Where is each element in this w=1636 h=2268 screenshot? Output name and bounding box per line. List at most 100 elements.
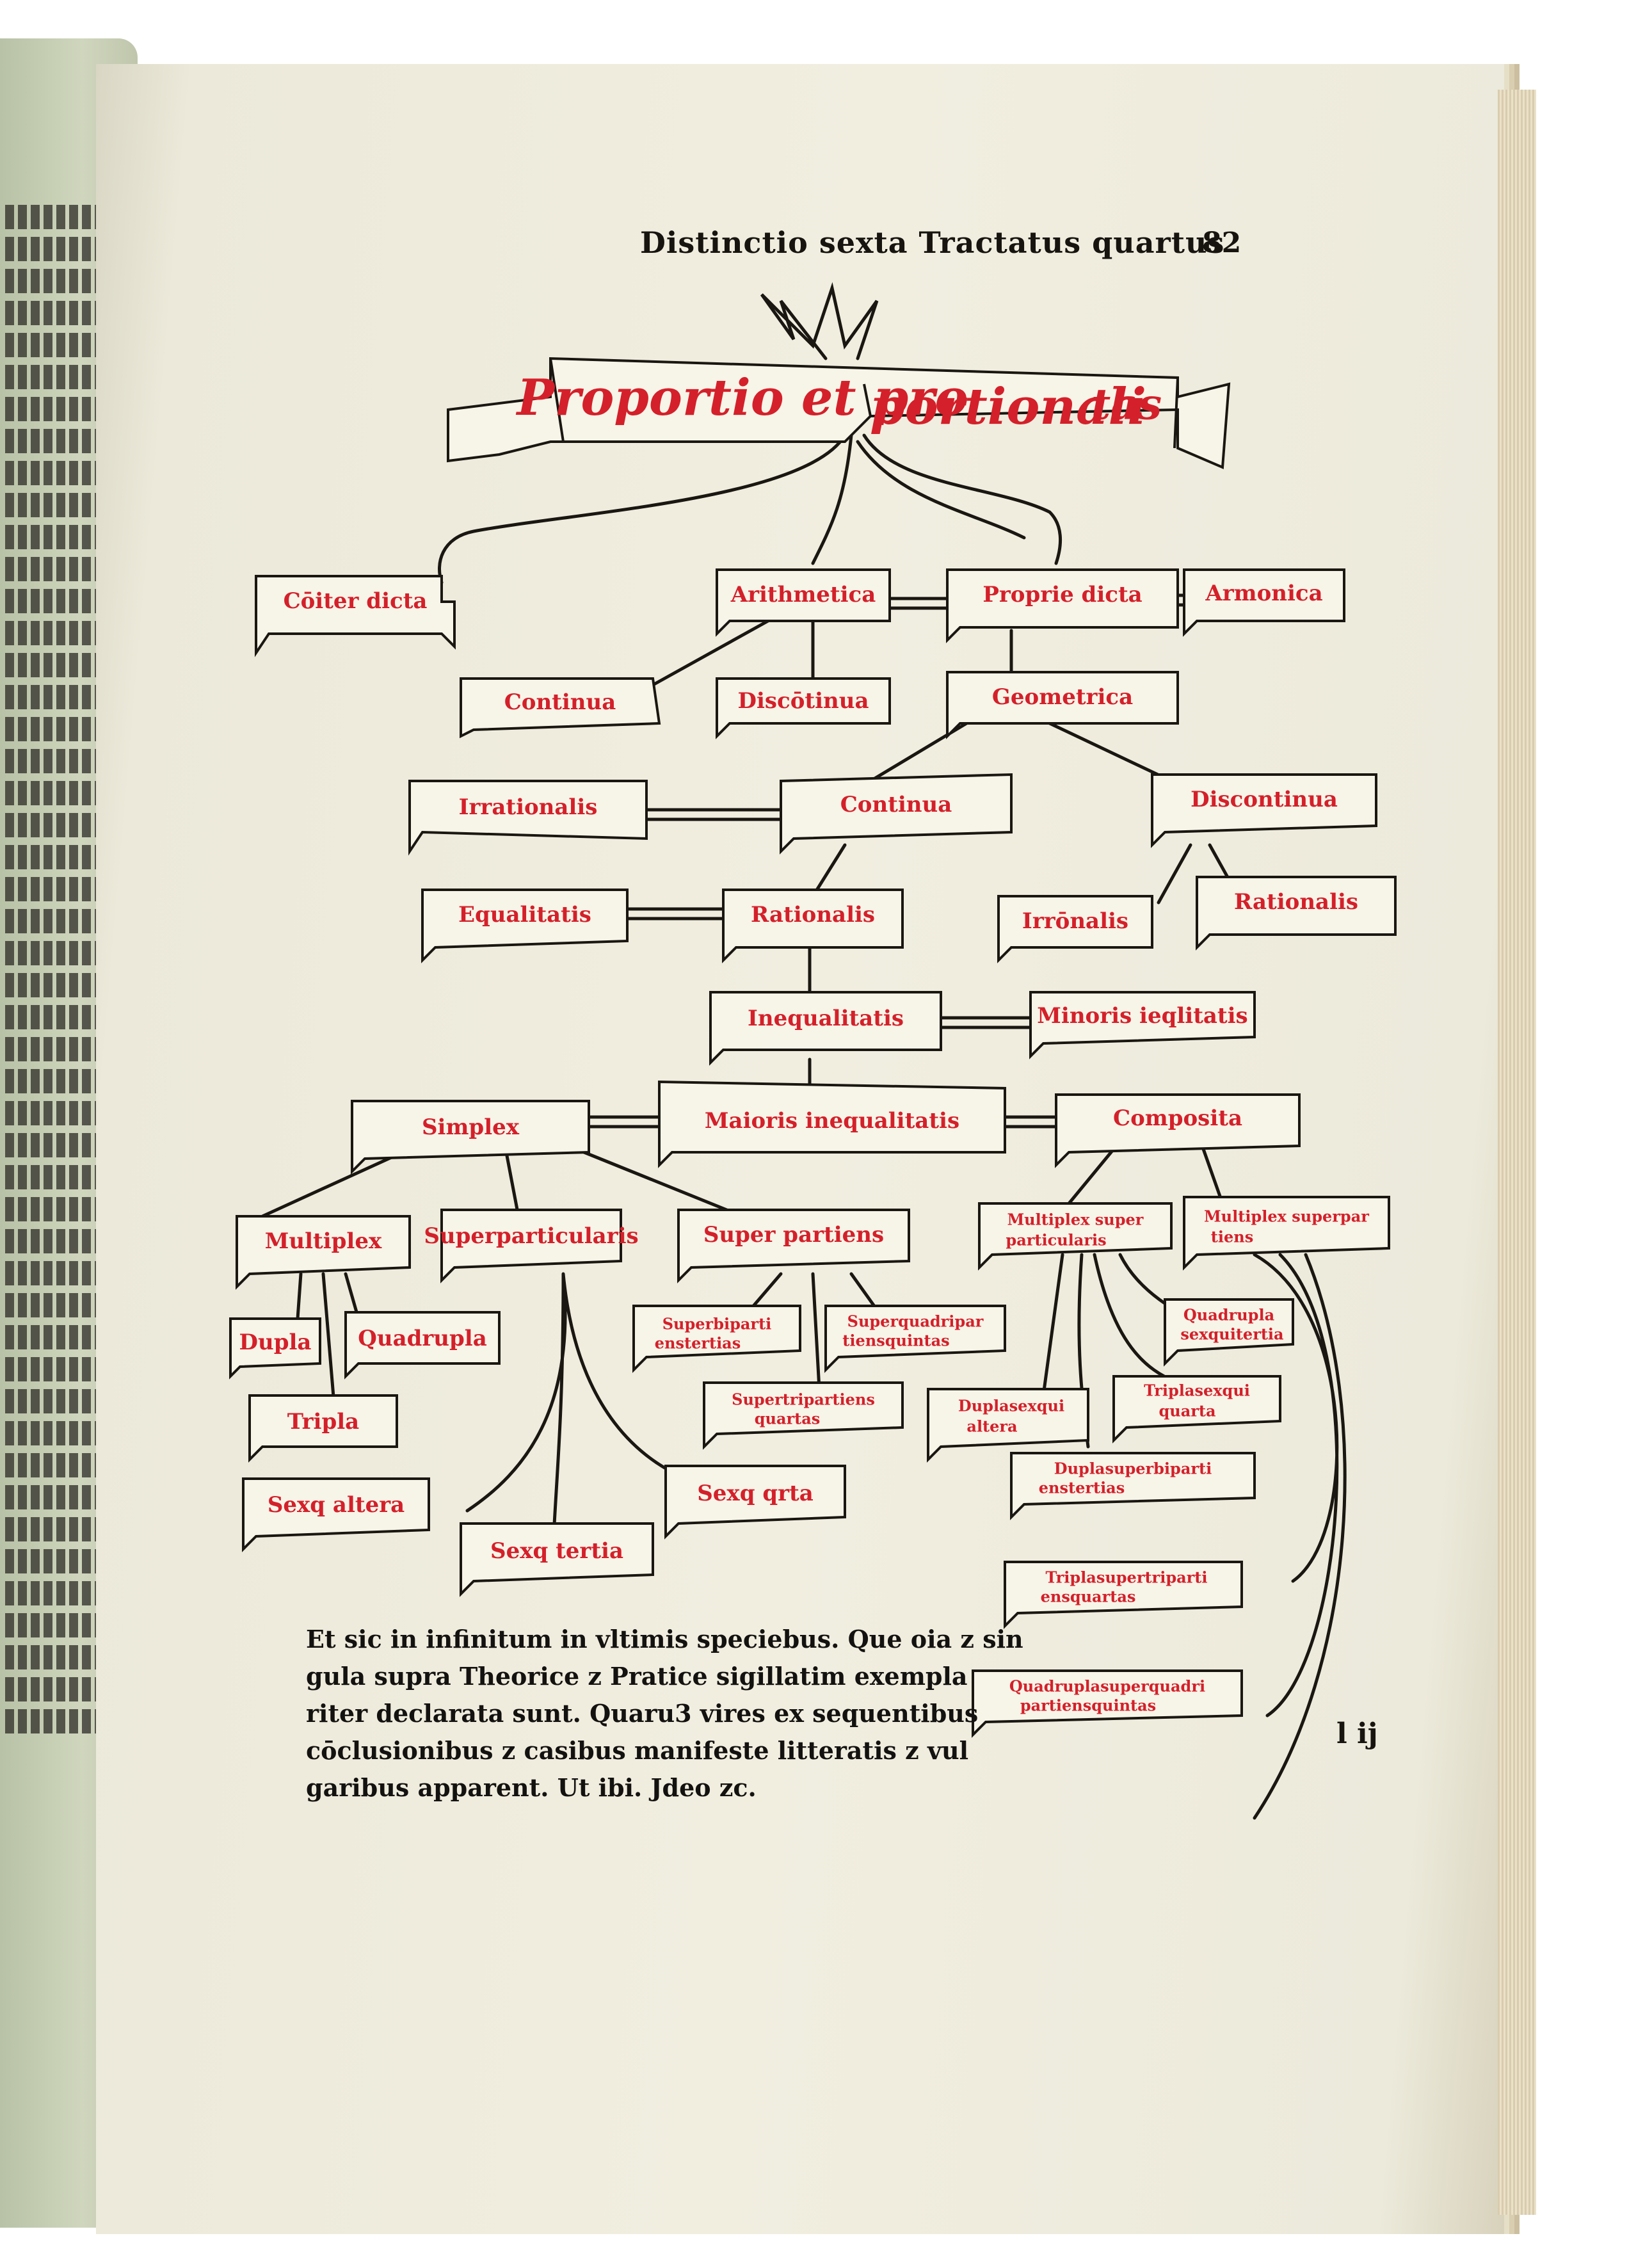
- banner-multiplex-superparticularis: [978, 1202, 1173, 1271]
- node-composita: Composita: [1113, 1106, 1242, 1132]
- banner-discontinua1: [716, 677, 891, 739]
- banner-quadrupla-sesquitertia: [1164, 1298, 1294, 1367]
- node-dupla-superbipartiens-line2: enstertias: [1038, 1478, 1125, 1497]
- node-multiplex-superpartiens-line2: tiens: [1210, 1227, 1254, 1246]
- banner-arithmetica: [716, 568, 891, 637]
- banner-sexq-tertia: [460, 1522, 654, 1597]
- node-discontinua-1: Discōtinua: [737, 688, 869, 714]
- node-minoris-inequalitatis: Minoris ieqlitatis: [1037, 1003, 1248, 1029]
- banner-multiplex: [236, 1215, 411, 1290]
- banner-superbipartiens: [632, 1305, 801, 1373]
- node-dupla-superbipartiens-line1: Duplasuperbiparti: [1054, 1459, 1212, 1478]
- node-quadrupla-sesquitertia-line1: Quadrupla: [1183, 1305, 1275, 1324]
- diagram-title-part-2: portionali: [870, 378, 1146, 437]
- banner-tripla-supertripartiens: [1004, 1561, 1243, 1629]
- node-dupla-sesquialtera-line1: Duplasexqui: [958, 1396, 1065, 1415]
- node-sexq-tertia: Sexq tertia: [490, 1538, 623, 1564]
- banner-minoris: [1029, 991, 1256, 1059]
- node-simplex: Simplex: [421, 1114, 520, 1141]
- node-tripla-sesquiquarta-line1: Triplasexqui: [1144, 1381, 1250, 1400]
- node-quadrupla-superquadripartiens-line2: partiensquintas: [1020, 1696, 1157, 1715]
- banner-rationalis: [722, 889, 904, 963]
- node-communiter: Cōiter dicta: [283, 588, 428, 615]
- node-geometrica: Geometrica: [991, 684, 1134, 711]
- node-superquadripartiens-line2: tiensquintas: [842, 1331, 950, 1350]
- banner-irrationalis2: [997, 895, 1153, 963]
- banner-continua2: [780, 773, 1013, 855]
- node-multiplex: Multiplex: [264, 1228, 382, 1255]
- node-continua-2: Continua: [840, 792, 952, 818]
- banner-armonica: [1183, 568, 1345, 637]
- banner-multiplex-superpartiens: [1183, 1196, 1390, 1271]
- banner-dupla-sesquialtera: [927, 1388, 1089, 1463]
- node-superparticularis: Superparticularis: [424, 1223, 639, 1250]
- node-dupla-sesquialtera-line2: altera: [966, 1417, 1018, 1436]
- banner-geometrica: [946, 671, 1179, 739]
- banner-equalitatis: [421, 889, 629, 963]
- signature-mark: l ij: [1336, 1717, 1378, 1750]
- node-equalitatis: Equalitatis: [458, 902, 591, 928]
- node-rationalis: Rationalis: [750, 902, 876, 928]
- closing-line-3: riter declarata sunt. Quaru3 vires ex se…: [306, 1699, 979, 1728]
- page-edges: [1498, 90, 1536, 2215]
- node-quadrupla-sesquitertia-line2: sexquitertia: [1180, 1324, 1284, 1344]
- running-head: Distinctio sexta Tractatus quartus: [640, 225, 1225, 260]
- banner-simplex: [351, 1100, 590, 1175]
- node-armonica: Armonica: [1205, 581, 1323, 607]
- node-sexq-altera: Sexq altera: [267, 1492, 405, 1518]
- node-superpartiens: Super partiens: [703, 1222, 885, 1248]
- banner-sexq-altera: [242, 1477, 430, 1552]
- banner-rationalis2: [1196, 876, 1397, 951]
- node-superbipartiens-line1: Superbiparti: [662, 1314, 772, 1333]
- node-multiplex-superparticularis-line1: Multiplex super: [1007, 1210, 1144, 1229]
- node-quadrupla: Quadrupla: [358, 1326, 487, 1352]
- diagram-title-part-3: tas: [1091, 379, 1162, 430]
- banner-supertripartiens: [703, 1381, 904, 1450]
- banner-communiter: [255, 575, 456, 657]
- closing-paragraph: Et sic in infinitum in vltimis speciebus…: [306, 1621, 1023, 1806]
- node-irrationalis-2: Irrōnalis: [1022, 908, 1129, 935]
- banner-tripla: [248, 1394, 398, 1463]
- banner-maioris: [658, 1080, 1006, 1168]
- node-continua-1: Continua: [504, 689, 616, 716]
- node-tripla: Tripla: [287, 1409, 360, 1435]
- banner-sexq-quarta: [664, 1465, 846, 1540]
- closing-line-5: garibus apparent. Ut ibi. Jdeo zc.: [306, 1773, 757, 1802]
- closing-line-1: Et sic in infinitum in vltimis speciebus…: [306, 1625, 1023, 1653]
- node-inequalitatis: Inequalitatis: [747, 1006, 904, 1032]
- banner-composita: [1055, 1093, 1301, 1168]
- node-irrationalis: Irrationalis: [458, 794, 598, 821]
- node-proprie: Proprie dicta: [982, 582, 1143, 608]
- banner-dupla: [229, 1317, 321, 1379]
- closing-line-2: gula supra Theorice z Pratice sigillatim…: [306, 1662, 968, 1691]
- banner-proprie: [946, 568, 1179, 643]
- banner-superpartiens: [677, 1209, 910, 1283]
- banner-irrationalis: [408, 780, 648, 856]
- node-maioris-inequalitatis: Maioris inequalitatis: [704, 1108, 960, 1134]
- folio-number: 82: [1202, 227, 1242, 259]
- node-supertripartiens-line1: Supertripartiens: [732, 1390, 875, 1409]
- banner-inequalitatis: [709, 991, 942, 1066]
- banner-tripla-sesquiquarta: [1112, 1375, 1281, 1444]
- banner-quadrupla: [344, 1311, 501, 1379]
- banner-superparticularis: [440, 1209, 622, 1283]
- node-discontinua-2: Discontinua: [1191, 787, 1338, 813]
- node-multiplex-superpartiens-line1: Multiplex superpar: [1204, 1207, 1369, 1226]
- node-multiplex-superparticularis-line2: particularis: [1006, 1230, 1107, 1250]
- banner-discontinua2: [1151, 773, 1377, 848]
- node-quadrupla-superquadripartiens-line1: Quadruplasuperquadri: [1009, 1677, 1206, 1696]
- node-tripla-supertripartiens-line1: Triplasupertriparti: [1045, 1568, 1208, 1587]
- node-rationalis-2: Rationalis: [1233, 889, 1359, 915]
- banner-dupla-superbipartiens: [1010, 1452, 1256, 1520]
- node-dupla: Dupla: [239, 1330, 312, 1356]
- node-tripla-sesquiquarta-line2: quarta: [1159, 1401, 1216, 1420]
- node-supertripartiens-line2: quartas: [754, 1409, 821, 1428]
- node-superquadripartiens-line1: Superquadripar: [847, 1312, 984, 1331]
- node-arithmetica: Arithmetica: [730, 582, 876, 608]
- closing-line-4: cōclusionibus z casibus manifeste litter…: [306, 1736, 969, 1765]
- node-sexq-quarta: Sexq qrta: [697, 1481, 814, 1507]
- banner-continua1: [460, 677, 661, 739]
- diagram-title-part-1: Proportio et pro: [517, 369, 968, 428]
